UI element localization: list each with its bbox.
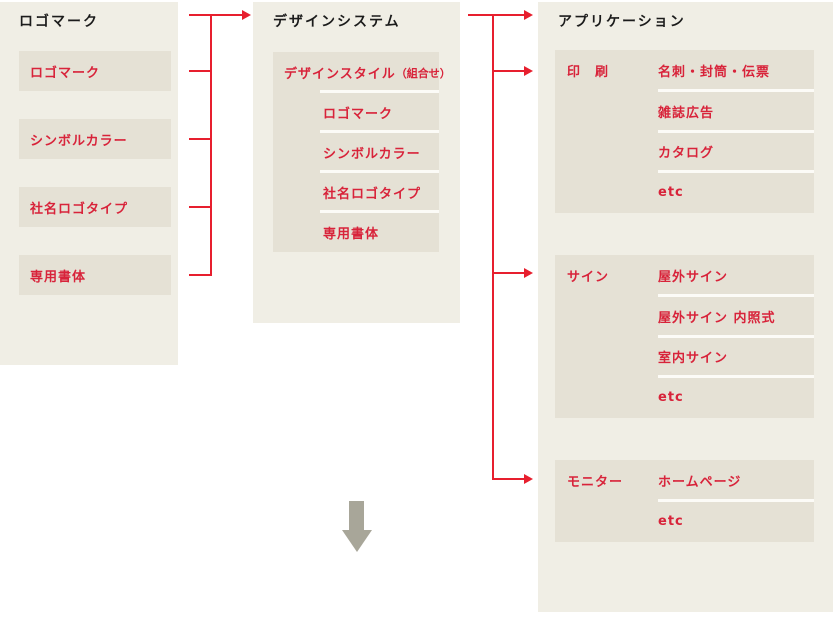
- divider: [320, 90, 439, 93]
- connector-line: [210, 14, 212, 276]
- list-item-homepage: ホームページ: [658, 475, 742, 490]
- connector-line: [492, 14, 494, 480]
- arrow-right-icon: [524, 268, 533, 278]
- connector-line: [493, 70, 524, 72]
- group-monitor: モニター ホームページ etc: [555, 460, 814, 542]
- connector-line: [189, 206, 211, 208]
- divider: [658, 294, 814, 297]
- group-monitor-label: モニター: [567, 475, 624, 490]
- list-item-symbol-color: シンボルカラー: [19, 119, 171, 159]
- panel-design-system-title: デザインシステム: [273, 14, 401, 30]
- list-item-outdoor-sign-illuminated: 屋外サイン 内照式: [658, 311, 776, 326]
- list-item-company-logotype: 社名ロゴタイプ: [323, 187, 422, 202]
- connector-line: [189, 14, 243, 16]
- connector-line: [189, 70, 211, 72]
- down-arrow-icon: [349, 501, 364, 530]
- list-item-exclusive-typeface: 専用書体: [323, 227, 380, 242]
- divider: [658, 375, 814, 378]
- panel-design-system: デザインシステム デザインスタイル（組合せ） ロゴマーク シンボルカラー 社名ロ…: [253, 2, 460, 323]
- list-item-symbol-color: シンボルカラー: [323, 147, 421, 162]
- list-item-indoor-sign: 室内サイン: [658, 351, 729, 366]
- divider: [320, 170, 439, 173]
- list-item-catalog: カタログ: [658, 146, 715, 161]
- design-style-sub-label: （組合せ）: [395, 66, 451, 80]
- list-item-logomark: ロゴマーク: [323, 107, 394, 122]
- connector-line: [189, 274, 211, 276]
- divider: [320, 130, 439, 133]
- list-item-etc: etc: [658, 185, 684, 200]
- list-item-design-style: デザインスタイル（組合せ）: [273, 52, 451, 93]
- divider: [320, 210, 439, 213]
- divider: [658, 499, 814, 502]
- arrow-right-icon: [242, 10, 251, 20]
- arrow-right-icon: [524, 474, 533, 484]
- arrow-right-icon: [524, 66, 533, 76]
- panel-logomark-title: ロゴマーク: [19, 14, 99, 30]
- list-item-company-logotype: 社名ロゴタイプ: [19, 187, 171, 227]
- connector-line: [189, 138, 211, 140]
- list-item-business-cards: 名刺・封筒・伝票: [658, 65, 771, 80]
- panel-logomark: ロゴマーク ロゴマーク シンボルカラー 社名ロゴタイプ 専用書体: [0, 2, 178, 365]
- divider: [658, 89, 814, 92]
- group-sign-label: サイン: [567, 270, 610, 285]
- connector-line: [493, 478, 524, 480]
- list-item-outdoor-sign: 屋外サイン: [658, 270, 729, 285]
- divider: [658, 335, 814, 338]
- connector-line: [493, 272, 524, 274]
- arrow-right-icon: [524, 10, 533, 20]
- divider: [658, 170, 814, 173]
- panel-application: アプリケーション 印 刷 名刺・封筒・伝票 雑誌広告 カタログ etc サイン …: [538, 2, 833, 612]
- group-sign: サイン 屋外サイン 屋外サイン 内照式 室内サイン etc: [555, 255, 814, 418]
- list-item-etc: etc: [658, 514, 684, 529]
- divider: [658, 130, 814, 133]
- connector-line: [468, 14, 524, 16]
- group-print: 印 刷 名刺・封筒・伝票 雑誌広告 カタログ etc: [555, 50, 814, 213]
- list-item-exclusive-typeface: 専用書体: [19, 255, 171, 295]
- group-print-label: 印 刷: [567, 65, 610, 80]
- down-arrow-icon: [342, 530, 372, 552]
- list-item-logomark: ロゴマーク: [19, 51, 171, 91]
- design-style-label: デザインスタイル: [284, 67, 396, 82]
- list-item-etc: etc: [658, 390, 684, 405]
- panel-application-title: アプリケーション: [558, 14, 686, 30]
- list-item-magazine-ads: 雑誌広告: [658, 106, 715, 121]
- design-system-list: デザインスタイル（組合せ） ロゴマーク シンボルカラー 社名ロゴタイプ 専用書体: [273, 52, 451, 252]
